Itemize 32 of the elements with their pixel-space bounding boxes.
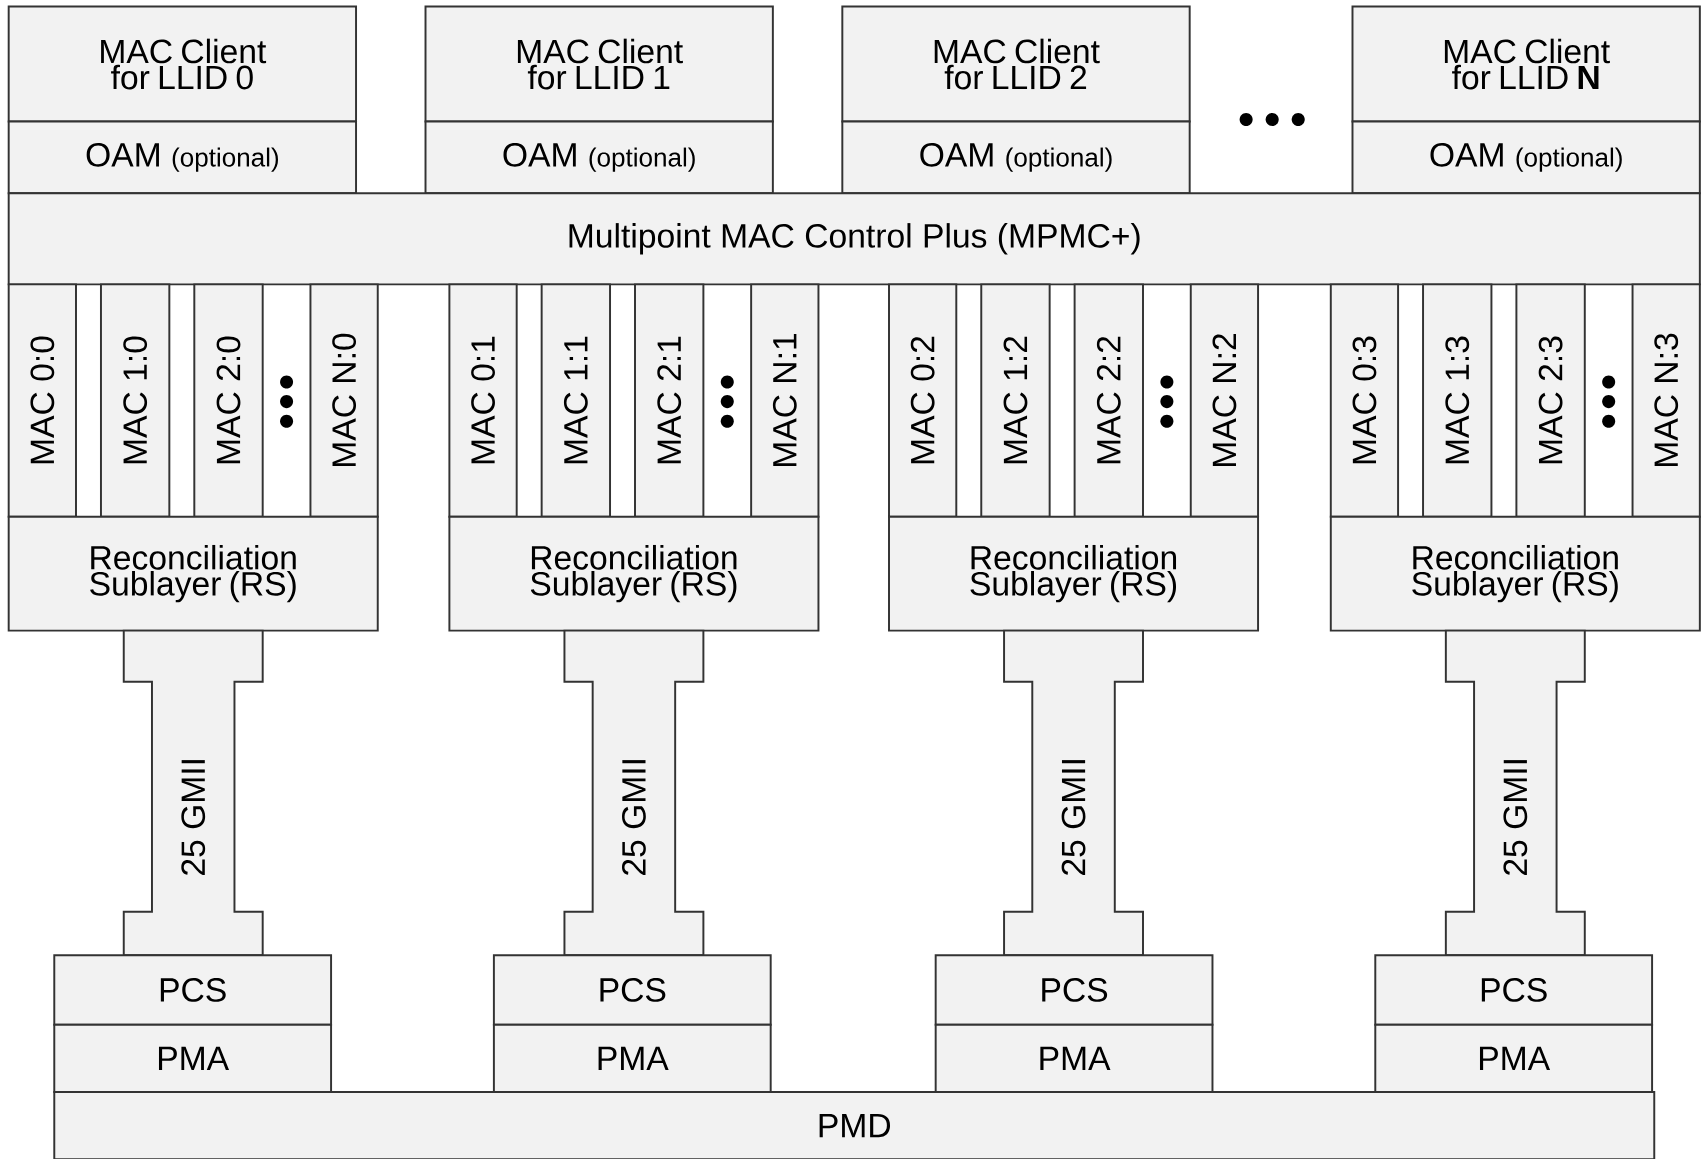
- pcs-box: PCS: [1374, 954, 1654, 1026]
- pcs-box: PCS: [492, 954, 772, 1026]
- mac-box: MAC 0:1: [448, 283, 518, 518]
- client-box: MAC Client for LLID 0: [7, 5, 357, 123]
- oam-box: OAM (optional): [1351, 120, 1701, 195]
- client-box: MAC Client for LLID 1: [424, 5, 774, 123]
- oam-box: OAM (optional): [7, 120, 357, 195]
- mac-box: MAC 1:0: [100, 283, 171, 518]
- mac-box: MAC 2:2: [1073, 283, 1144, 518]
- mac-box: MAC 2:1: [634, 283, 705, 518]
- mac-box: MAC 0:0: [7, 283, 77, 518]
- mac-box: MAC N:2: [1189, 283, 1260, 518]
- oam-box: OAM (optional): [841, 120, 1191, 195]
- pma-box: PMA: [934, 1023, 1214, 1093]
- mac-box: MAC N:1: [750, 283, 820, 518]
- client-box: MAC Client for LLID N: [1351, 5, 1701, 123]
- mac-box: MAC 2:3: [1515, 283, 1586, 518]
- pcs-box: PCS: [934, 954, 1214, 1026]
- client-box: MAC Client for LLID 2: [841, 5, 1191, 123]
- mac-box: MAC N:3: [1631, 283, 1701, 518]
- mac-box: MAC 1:1: [540, 283, 611, 518]
- pcs-box: PCS: [53, 954, 333, 1026]
- mac-box: MAC 1:3: [1422, 283, 1493, 518]
- pma-box: PMA: [53, 1023, 333, 1093]
- mac-box: MAC N:0: [309, 283, 379, 518]
- mac-box: MAC 0:2: [888, 283, 958, 518]
- pma-box: PMA: [492, 1023, 772, 1093]
- pma-box: PMA: [1374, 1023, 1654, 1093]
- mac-box: MAC 0:3: [1329, 283, 1400, 518]
- mac-box: MAC 1:2: [980, 283, 1051, 518]
- mac-box: MAC 2:0: [193, 283, 264, 518]
- oam-box: OAM (optional): [424, 120, 774, 195]
